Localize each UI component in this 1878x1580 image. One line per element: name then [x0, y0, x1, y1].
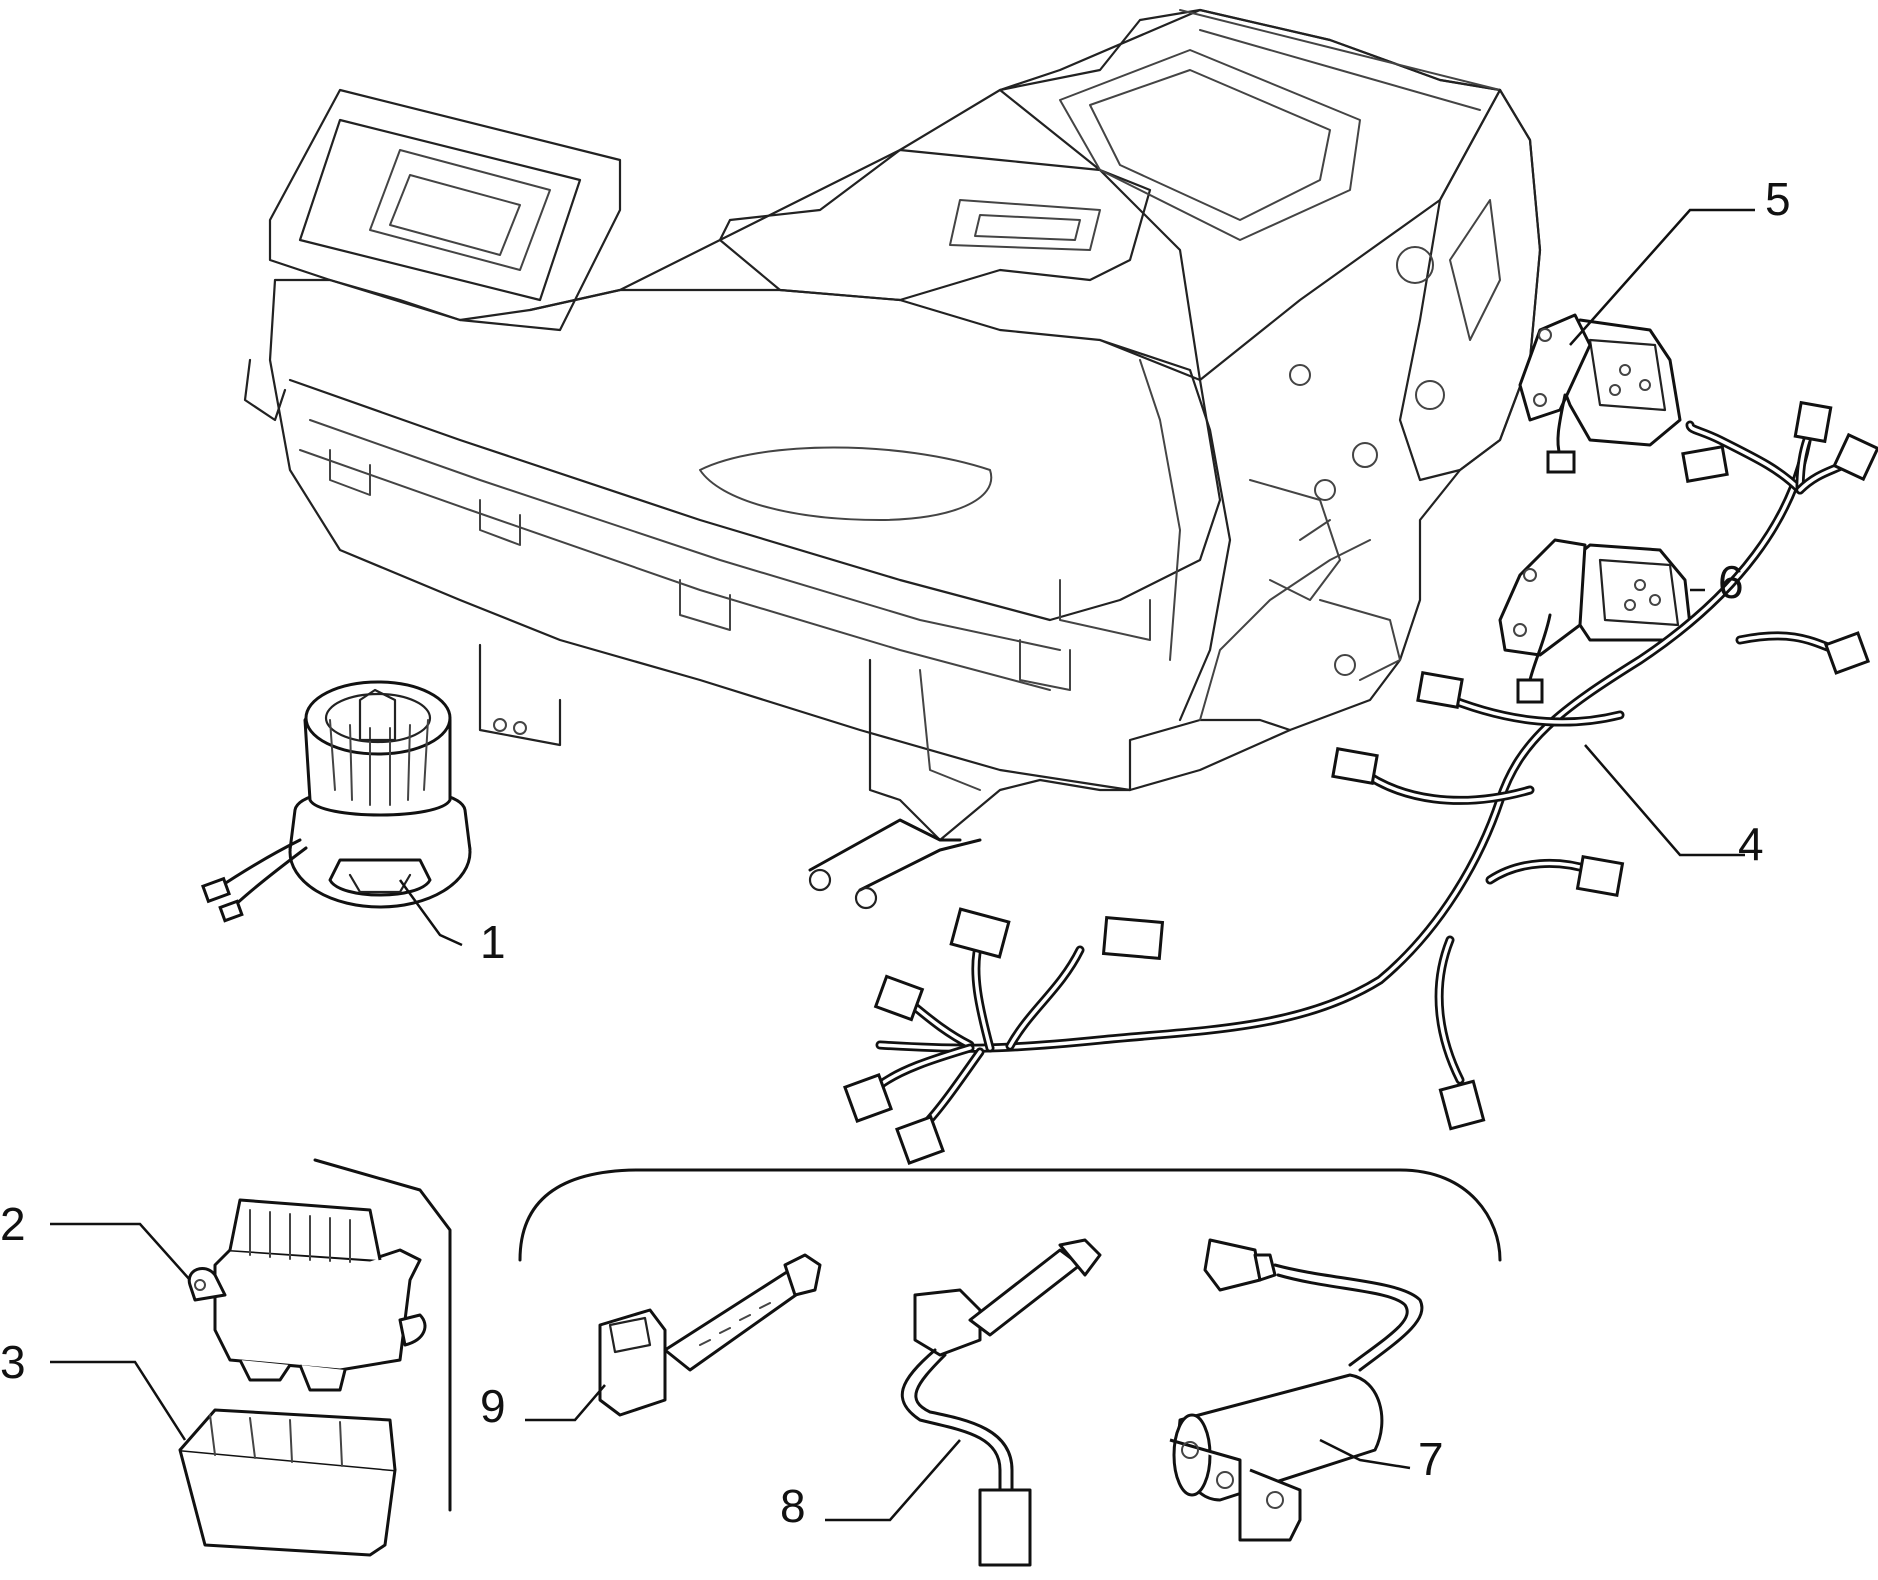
leader-1: [398, 879, 463, 947]
callout-8: 8: [780, 1480, 806, 1532]
actuator-5: [1518, 208, 1755, 474]
callout-2: 2: [0, 1198, 26, 1250]
callout-7: 7: [1418, 1433, 1444, 1485]
callout-3: 3: [0, 1336, 26, 1388]
resistor-cover: [50, 1360, 397, 1557]
callout-6: 6: [1718, 556, 1744, 608]
callout-5: 5: [1765, 173, 1791, 225]
sensor-8: [825, 1238, 1102, 1567]
group-bracket-left: [313, 1158, 452, 1512]
group-bracket-bottom: [518, 1168, 1502, 1262]
actuator-6: [1498, 538, 1705, 704]
resistor-module: [50, 1198, 427, 1392]
blower-motor: [201, 680, 472, 923]
hvac-housing-assembly: [243, 8, 1542, 910]
sensor-9: [525, 1253, 822, 1422]
callout-4: 4: [1738, 818, 1764, 870]
callout-1: 1: [480, 916, 506, 968]
actuator-motor-7: [1169, 1238, 1424, 1542]
wiring-harness: [843, 400, 1878, 1165]
callout-9: 9: [480, 1380, 506, 1432]
